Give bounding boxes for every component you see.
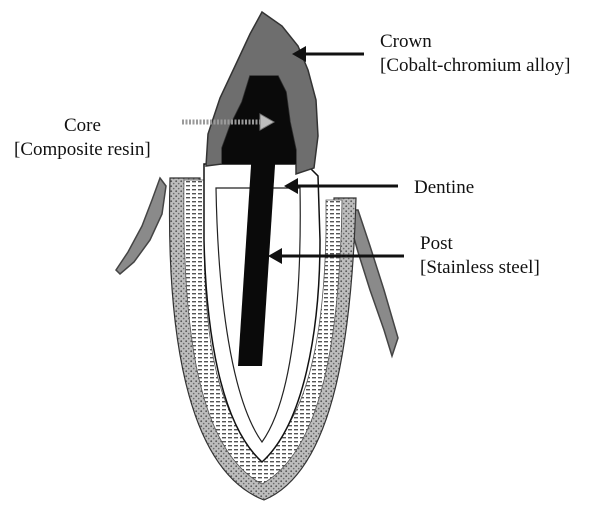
core-label: Core (64, 114, 101, 137)
crown-label: Crown (380, 30, 432, 53)
core-material-label: [Composite resin] (14, 138, 151, 161)
dentine-label: Dentine (414, 176, 474, 199)
left-gum-tissue (116, 178, 166, 274)
post-label: Post (420, 232, 453, 255)
crown-material-label: [Cobalt-chromium alloy] (380, 54, 570, 77)
post-material-label: [Stainless steel] (420, 256, 540, 279)
